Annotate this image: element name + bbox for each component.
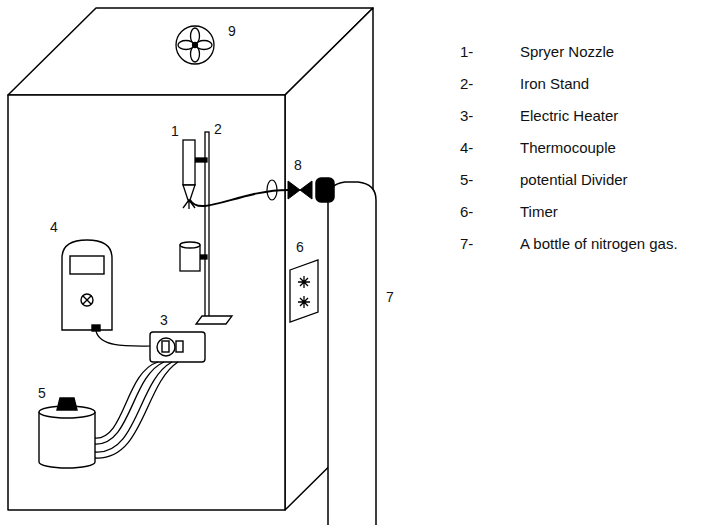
key-text: Iron Stand: [520, 76, 589, 93]
divider-wires: [95, 362, 178, 458]
callout-number: 9: [228, 24, 236, 39]
callout-number: 8: [294, 158, 302, 173]
nitrogen-bottle: [316, 178, 376, 525]
cabinet-front: [8, 95, 285, 510]
key-text: Timer: [520, 204, 558, 221]
key-number: 1-: [460, 44, 473, 61]
key-number: 2-: [460, 76, 473, 93]
callout-number: 1: [171, 124, 179, 139]
cabinet: [8, 8, 373, 510]
gas-tube: [190, 190, 288, 206]
key-text: Spryer Nozzle: [520, 44, 614, 61]
sprayer-nozzle: [183, 140, 195, 209]
valve-symbol: [288, 181, 312, 199]
key-text: potential Divider: [520, 172, 628, 189]
key-number: 7-: [460, 236, 473, 253]
electric-heater: [150, 332, 205, 362]
timer-symbol: [290, 260, 318, 322]
callout-number: 7: [386, 290, 394, 305]
key-number: 6-: [460, 204, 473, 221]
key-text: Thermocouple: [520, 140, 616, 157]
thermocouple-wire: [96, 331, 152, 346]
key-text: A bottle of nitrogen gas.: [520, 236, 678, 253]
thermocouple-device: [62, 240, 112, 331]
wall-hole: [267, 180, 277, 200]
fan-symbol: [176, 26, 214, 64]
callout-number: 2: [214, 122, 222, 137]
beaker: [180, 242, 200, 271]
key-text: Electric Heater: [520, 108, 618, 125]
callout-number: 5: [38, 386, 46, 401]
callout-number: 3: [160, 313, 168, 328]
callout-number: 6: [296, 240, 304, 255]
key-number: 4-: [460, 140, 473, 157]
potential-divider: [39, 398, 95, 468]
key-number: 3-: [460, 108, 473, 125]
callout-number: 4: [50, 220, 58, 235]
key-number: 5-: [460, 172, 473, 189]
